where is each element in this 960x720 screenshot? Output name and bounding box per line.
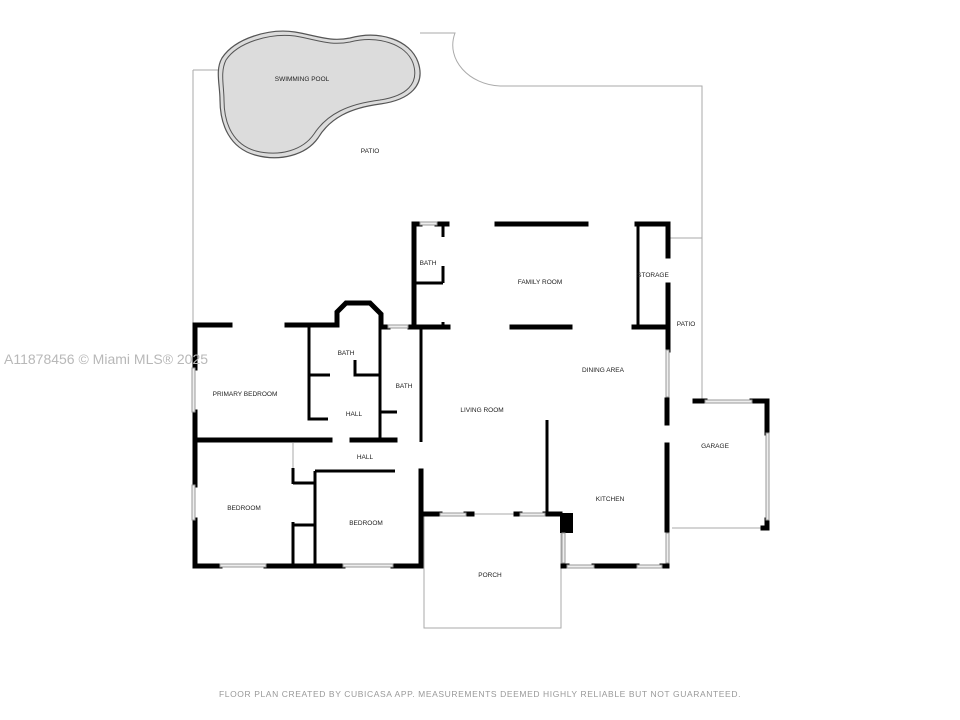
footer-disclaimer: FLOOR PLAN CREATED BY CUBICASA APP. MEAS… — [218, 689, 742, 699]
label-bedroom: BEDROOM — [227, 505, 261, 512]
porch-outline — [423, 513, 562, 629]
label-patio: PATIO — [361, 148, 380, 155]
label-swimming-pool: SWIMMING POOL — [275, 76, 330, 83]
label-bath: BATH — [338, 350, 355, 357]
label-bath: BATH — [420, 260, 437, 267]
swimming-pool — [217, 30, 421, 159]
label-hall: HALL — [357, 454, 374, 461]
label-bath: BATH — [396, 383, 413, 390]
label-storage: STORAGE — [637, 272, 669, 279]
room-labels: SWIMMING POOL PATIO BATH FAMILY ROOM STO… — [213, 76, 730, 579]
swimming-pool-edge — [222, 34, 416, 154]
label-family-room: FAMILY ROOM — [518, 279, 563, 286]
label-living-room: LIVING ROOM — [460, 407, 503, 414]
patio-outline — [192, 32, 765, 629]
walls — [192, 221, 770, 569]
watermark: A11878456 © Miami MLS® 2025 — [4, 351, 209, 367]
label-patio-side: PATIO — [677, 321, 696, 328]
label-primary-bedroom: PRIMARY BEDROOM — [213, 391, 278, 398]
label-dining-area: DINING AREA — [582, 367, 625, 374]
label-garage: GARAGE — [701, 443, 729, 450]
label-bedroom: BEDROOM — [349, 520, 383, 527]
label-kitchen: KITCHEN — [596, 496, 625, 503]
windows — [191, 221, 770, 569]
label-porch: PORCH — [478, 572, 502, 579]
label-hall: HALL — [346, 411, 363, 418]
